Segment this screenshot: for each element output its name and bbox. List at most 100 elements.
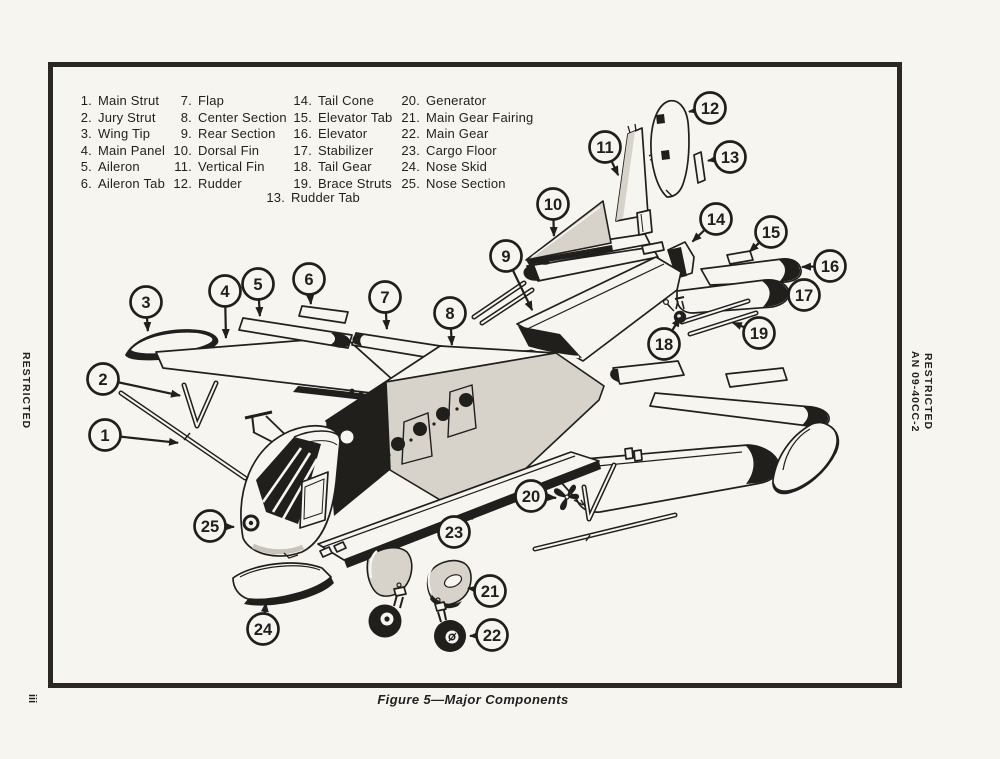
legend-item: 23.Cargo Floor [398, 143, 533, 160]
generator-part [553, 484, 587, 511]
main-gear-left [368, 582, 407, 638]
legend-item-number: 13. [266, 190, 285, 205]
legend-item-label: Main Gear [426, 126, 489, 142]
legend-item-number: 20. [401, 93, 420, 108]
legend-item-label: Vertical Fin [198, 159, 265, 175]
legend-item-label: Generator [426, 93, 487, 108]
legend-item: 22.Main Gear [398, 126, 533, 143]
legend-item: 24.Nose Skid [398, 159, 533, 176]
callout-9-rear-section: 9 [489, 239, 534, 312]
legend-item: 1.Main Strut [78, 93, 165, 110]
callout-16-elevator: 16 [800, 249, 847, 283]
callout-18-tail-gear: 18 [647, 316, 681, 361]
legend-item-label: Tail Gear [318, 159, 372, 175]
main-gear-part [434, 597, 466, 652]
margin-restricted-left: RESTRICTED [20, 352, 32, 430]
elevator-right-part [700, 258, 802, 286]
figure-caption: Figure 5—Major Components [377, 692, 569, 707]
margin-doc-number: AN 09-40CC-2 [909, 351, 921, 433]
legend-item-number: 23. [401, 142, 420, 158]
margin-restricted-right: RESTRICTED [922, 353, 934, 431]
nose-section-part [240, 424, 341, 559]
legend-item: 7.Flap [170, 93, 287, 110]
legend-item: 20. Generator [398, 93, 533, 110]
brace-struts-left [471, 280, 535, 326]
main-gear-fairing-part [426, 559, 472, 609]
stabilizer-left-part [523, 246, 659, 282]
legend-item: 16. Elevator [290, 126, 392, 143]
wing-tip-left-top [131, 332, 213, 354]
brace-struts-right-part [679, 298, 759, 337]
callout-14-tail-cone: 14 [691, 202, 733, 243]
svg-text:3: 3 [141, 294, 150, 312]
svg-text:23: 23 [445, 524, 463, 542]
legend-item-number: 5. [80, 159, 92, 175]
main-strut-right [532, 512, 678, 552]
legend-item: 21.Main Gear Fairing [398, 110, 533, 127]
legend-item: 11. Vertical Fin [170, 159, 287, 176]
legend-item-number: 25. [401, 175, 420, 191]
legend-item-label: Tail Cone [318, 93, 374, 108]
callout-12-rudder: 12 [687, 91, 727, 125]
callout-21-main-gear-fairing: 21 [466, 574, 507, 608]
callout-23-cargo-floor: 23 [428, 515, 471, 549]
callout-11-vertical-fin: 11 [588, 130, 622, 177]
callout-2-jury-strut: 2 [86, 362, 182, 398]
legend-item: 5. Aileron [78, 159, 165, 176]
legend-item-number: 16. [293, 126, 312, 142]
svg-text:8: 8 [445, 305, 454, 323]
callout-24-nose-skid: 24 [246, 601, 280, 646]
legend-item-label: Flap [198, 93, 225, 108]
legend-item-number: 11. [174, 159, 192, 175]
legend-item-label: Brace Struts [318, 175, 392, 191]
legend-item-label: Rudder Tab [291, 190, 360, 205]
main-strut-part [118, 390, 248, 481]
callout-20-generator: 20 [514, 479, 558, 513]
legend-item-number: 1. [80, 93, 92, 108]
legend-item: 8.Center Section [170, 110, 287, 127]
legend-item-number: 21. [401, 109, 420, 125]
legend-item: 2.Jury Strut [78, 110, 165, 127]
aileron-left-part [238, 317, 353, 349]
legend-item-number: 17. [293, 142, 312, 158]
legend-item-label: Rear Section [198, 126, 276, 142]
legend-item-number: 3. [80, 126, 92, 142]
svg-text:22: 22 [483, 627, 501, 645]
svg-text:13: 13 [721, 149, 739, 167]
page-number: iii [26, 694, 38, 704]
center-section-front-face [326, 382, 390, 516]
svg-text:21: 21 [481, 583, 499, 601]
legend-item-label: Nose Skid [426, 159, 488, 175]
svg-text:4: 4 [220, 283, 230, 301]
svg-text:5: 5 [253, 276, 262, 294]
callout-3-wing-tip: 3 [129, 285, 163, 333]
legend-item-label: Aileron [98, 159, 140, 175]
callout-6-aileron-tab: 6 [292, 262, 326, 306]
legend-item-number: 12. [173, 175, 192, 191]
jury-strut-part [181, 380, 219, 429]
callout-19-brace-struts: 19 [731, 316, 776, 350]
figure-border-frame [48, 62, 902, 688]
legend-item-label: Elevator [318, 126, 368, 142]
callout-25-nose-section: 25 [193, 509, 236, 543]
legend-item-number: 4. [80, 142, 92, 158]
legend-item-number: 6. [80, 175, 92, 191]
legend-item: 14.Tail Cone [290, 93, 392, 110]
margin-right-block: RESTRICTED AN 09-40CC-2 [908, 332, 935, 452]
legend-item-number: 2. [80, 109, 92, 125]
callout-5-aileron: 5 [241, 267, 275, 318]
svg-text:16: 16 [821, 258, 839, 276]
legend-item: 4.Main Panel [78, 143, 165, 160]
legend-item-number: 10. [173, 142, 192, 158]
svg-text:24: 24 [254, 621, 273, 639]
elevator-tab-right-part [726, 250, 754, 265]
flap-right-part [610, 360, 685, 385]
rudder-part [650, 99, 690, 198]
svg-text:17: 17 [795, 287, 813, 305]
